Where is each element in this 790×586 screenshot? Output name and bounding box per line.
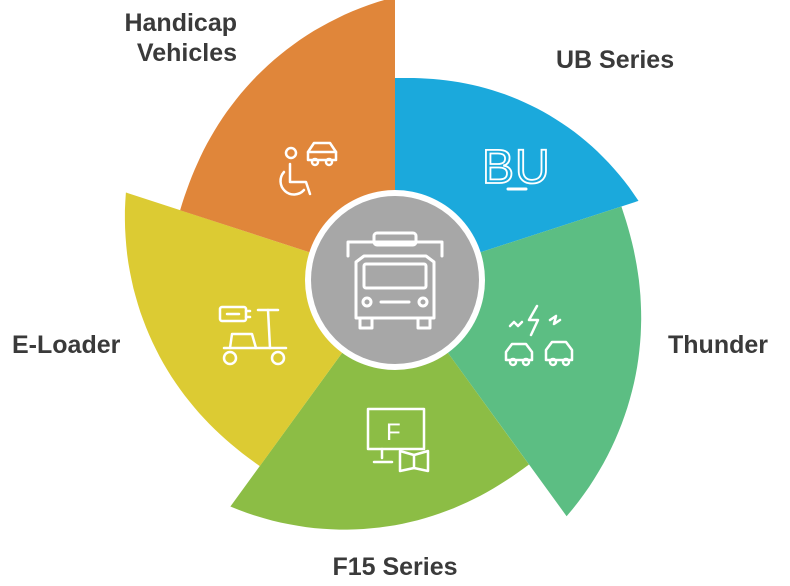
label-f15-series: F15 Series xyxy=(332,553,458,581)
battery-scooter-icon xyxy=(218,305,288,366)
center-hub xyxy=(311,196,479,364)
label-e-loader: E-Loader xyxy=(12,331,121,359)
lightning-cars-icon xyxy=(504,304,574,367)
segment-handicap xyxy=(180,0,395,259)
segment-thunder xyxy=(436,206,642,517)
label-ub-series: UB Series xyxy=(556,46,675,74)
f-monitor-book-icon: F xyxy=(366,407,430,473)
segment-eloader xyxy=(124,192,354,467)
bu-logo-icon: BU xyxy=(481,140,551,195)
truck-front-icon xyxy=(346,231,444,330)
label-thunder: Thunder xyxy=(668,331,768,359)
svg-text:F: F xyxy=(386,419,401,446)
wheelchair-car-icon xyxy=(279,141,338,196)
svg-text:BU: BU xyxy=(482,141,551,194)
segment-ub xyxy=(395,78,639,259)
segment-f15 xyxy=(230,336,529,530)
